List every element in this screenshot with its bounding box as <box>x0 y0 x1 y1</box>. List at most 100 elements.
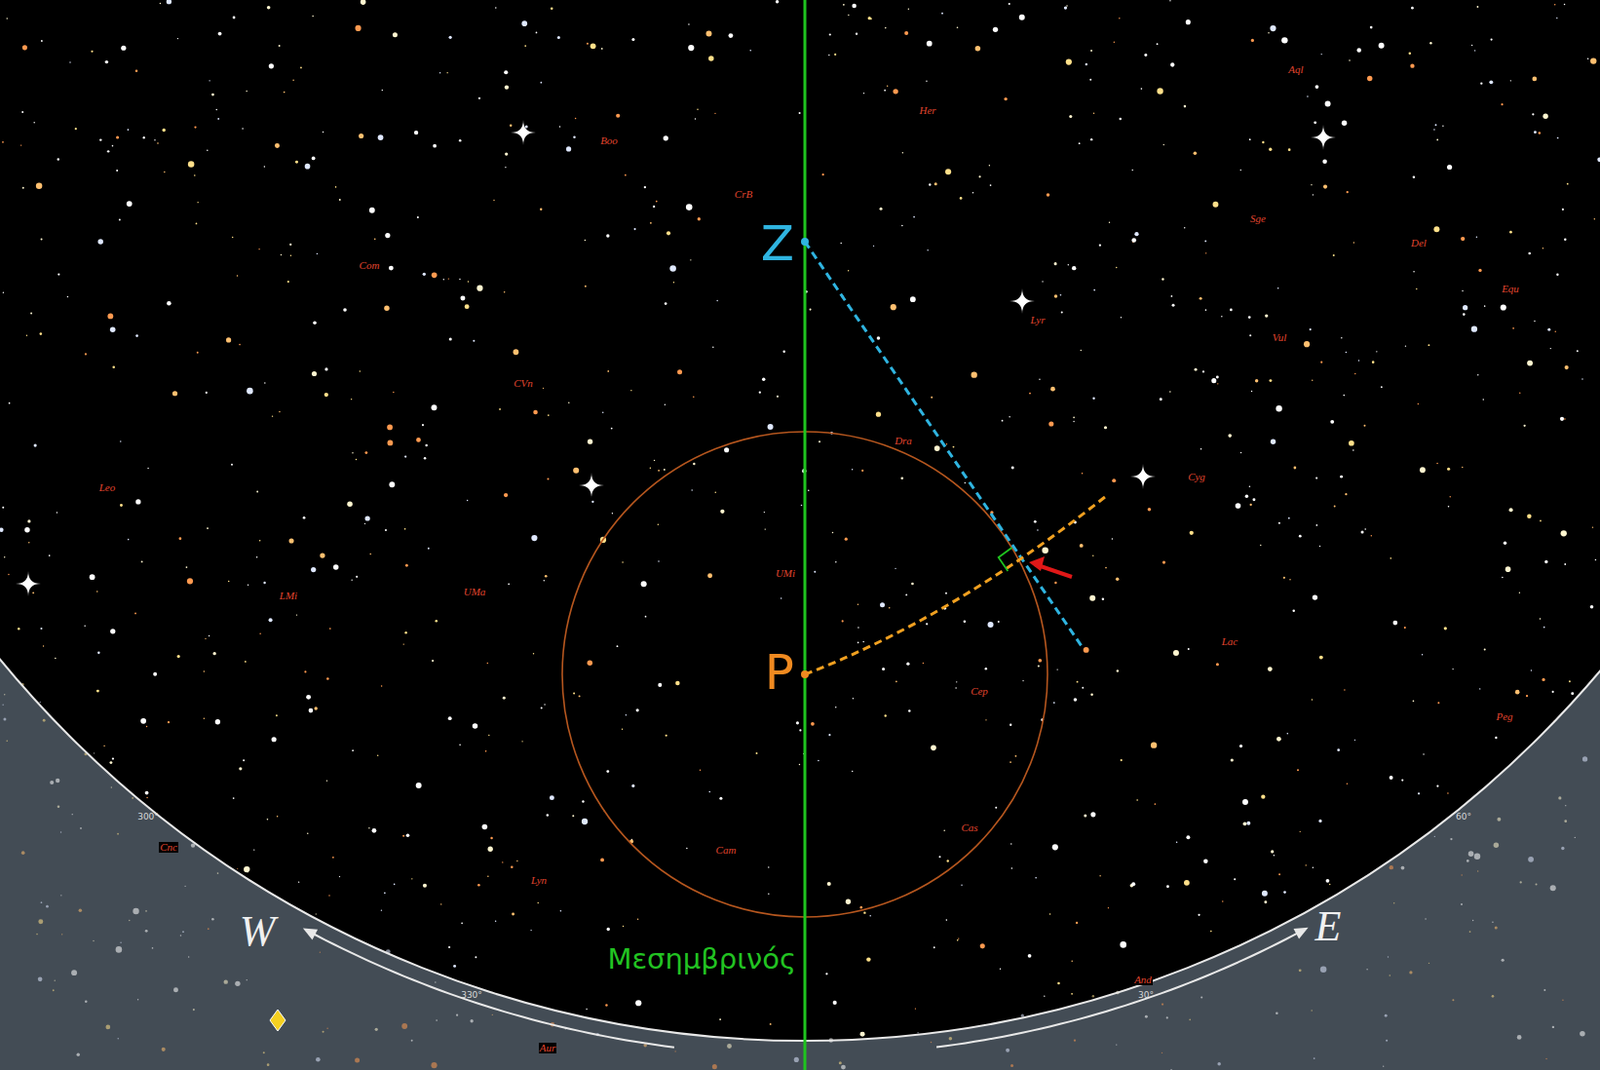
star <box>1550 347 1552 349</box>
star <box>1067 264 1069 266</box>
star <box>431 404 438 411</box>
star <box>1320 361 1323 364</box>
star <box>388 481 395 488</box>
star <box>435 1019 438 1022</box>
star <box>1163 144 1165 146</box>
star <box>96 689 100 693</box>
star <box>894 568 896 570</box>
star <box>364 523 366 525</box>
star <box>851 468 853 470</box>
star <box>568 402 570 404</box>
star <box>1294 466 1297 470</box>
star <box>1075 921 1078 924</box>
star <box>876 412 881 418</box>
star <box>119 503 123 507</box>
star <box>206 527 209 530</box>
constellation-label: Cas <box>959 822 979 834</box>
star <box>652 205 655 208</box>
star <box>1429 41 1432 44</box>
star <box>1102 598 1105 601</box>
star <box>1120 759 1123 762</box>
star <box>916 1031 918 1033</box>
star <box>1001 419 1004 422</box>
star <box>994 806 997 809</box>
star <box>533 410 538 416</box>
star <box>997 620 1000 623</box>
star <box>264 381 266 383</box>
star <box>119 440 121 442</box>
star <box>857 626 859 628</box>
star <box>839 242 841 244</box>
star <box>319 951 321 953</box>
star <box>42 645 44 647</box>
star <box>487 662 489 664</box>
star <box>322 1030 325 1033</box>
star <box>1315 524 1318 527</box>
star <box>621 728 623 730</box>
star <box>1235 502 1242 509</box>
star <box>1563 238 1566 241</box>
star <box>1419 466 1426 473</box>
star <box>883 89 886 92</box>
star <box>24 527 30 533</box>
star <box>1547 328 1551 332</box>
star <box>513 348 520 355</box>
right-angle-mark <box>998 547 1013 572</box>
star <box>268 617 273 622</box>
star <box>544 574 548 578</box>
star <box>1183 227 1185 229</box>
star <box>271 415 273 417</box>
star <box>943 829 945 831</box>
star <box>1449 838 1452 840</box>
star <box>1364 528 1367 531</box>
star <box>1134 231 1139 236</box>
star <box>928 183 931 186</box>
star <box>1287 732 1290 735</box>
star <box>1427 343 1430 346</box>
star <box>868 16 872 20</box>
star <box>1480 82 1483 85</box>
star <box>1066 58 1072 65</box>
star <box>369 207 376 214</box>
star <box>306 833 308 835</box>
star <box>1433 226 1440 232</box>
star <box>959 196 963 200</box>
star <box>266 1063 270 1067</box>
star <box>549 795 555 800</box>
star <box>1011 465 1015 469</box>
star <box>835 706 837 708</box>
star <box>488 734 490 736</box>
star <box>1154 802 1157 805</box>
star <box>925 622 928 625</box>
star <box>218 32 223 37</box>
star <box>211 93 215 97</box>
star <box>504 166 506 168</box>
star <box>1320 53 1322 55</box>
star <box>241 127 244 130</box>
star <box>761 378 765 381</box>
star <box>292 79 295 82</box>
star <box>40 901 43 904</box>
star <box>1436 785 1439 788</box>
star <box>1216 376 1220 380</box>
star <box>448 946 451 949</box>
star <box>280 254 282 256</box>
star <box>719 1018 722 1021</box>
star <box>870 17 873 20</box>
star <box>326 779 328 781</box>
star <box>1 704 3 706</box>
star <box>1078 142 1081 145</box>
star <box>1250 503 1253 506</box>
star <box>422 883 427 888</box>
star <box>911 582 915 586</box>
star <box>1275 1011 1279 1015</box>
star <box>1447 164 1452 170</box>
star <box>1538 131 1541 134</box>
star <box>1494 736 1497 739</box>
star <box>1389 557 1392 560</box>
star <box>1008 416 1010 418</box>
star <box>913 216 915 219</box>
star <box>1104 567 1107 570</box>
star <box>1273 854 1275 856</box>
star <box>1071 266 1076 270</box>
